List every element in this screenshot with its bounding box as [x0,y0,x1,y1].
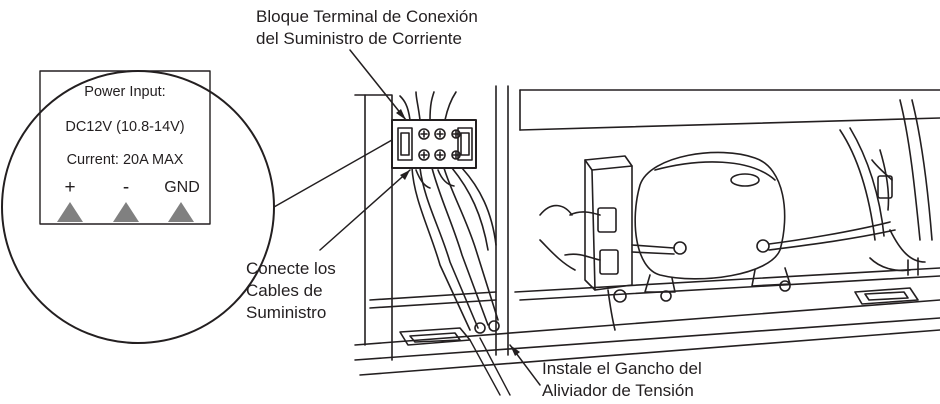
terminal-block-callout: Bloque Terminal de Conexión del Suminist… [256,6,478,50]
connect-cables-arrowhead [400,170,410,180]
connect-cables-leader [319,169,411,251]
terminal-plus-label: + [64,177,76,198]
strain-relief-callout: Instale el Gancho del Aliviador de Tensi… [542,358,702,402]
connect-cables-callout: Conecte los Cables de Suministro [246,258,336,324]
voltage-spec: DC12V (10.8-14V) [65,119,185,135]
strain-relief-callout-line1: Instale el Gancho del [542,359,702,378]
power-input-title: Power Input: [84,84,166,100]
current-spec: Current: 20A MAX [66,152,184,168]
inset-connector-line [273,139,393,208]
strain-relief-arrowhead [510,345,520,356]
floor-vents [399,287,919,346]
controller-box [539,155,633,331]
compressor [631,151,896,302]
terminal-block-callout-line1: Bloque Terminal de Conexión [256,7,478,26]
terminal-minus-label: - [122,177,130,198]
terminal-block [391,91,477,169]
terminal-gnd-label: GND [164,179,200,196]
terminal-gnd-triangle [168,202,194,222]
terminal-block-arrowhead [396,109,406,120]
terminal-block-leader [349,49,407,121]
power-input-panel [39,70,211,225]
cabinet-housing [354,85,940,376]
strain-relief-callout-line2: Aliviador de Tensión [542,381,694,400]
terminal-plus-triangle [57,202,83,222]
inset-circle [1,70,275,344]
connect-cables-callout-line3: Suministro [246,303,327,322]
right-tubing [839,99,933,276]
supply-cables [411,167,511,396]
terminal-block-callout-line2: del Suministro de Corriente [256,29,462,48]
connect-cables-callout-line2: Cables de [246,281,323,300]
connect-cables-callout-line1: Conecte los [246,259,336,278]
terminal-minus-triangle [113,202,139,222]
